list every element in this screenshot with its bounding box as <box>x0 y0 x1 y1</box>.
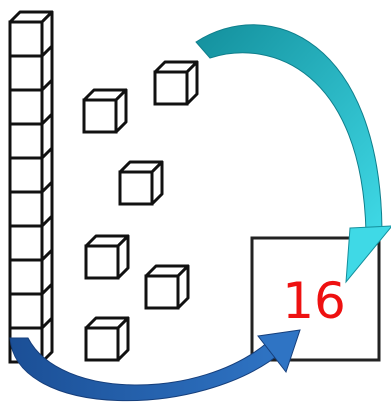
rod-cube-divider <box>10 180 54 194</box>
unit-cube <box>153 60 199 106</box>
rod-cube-divider <box>10 282 54 296</box>
rod-cube-divider <box>10 112 54 126</box>
unit-cube <box>144 264 190 310</box>
unit-cube <box>118 160 164 206</box>
tens-rod <box>8 10 54 364</box>
unit-cube <box>84 234 130 280</box>
rod-cube-divider <box>10 248 54 262</box>
rod-cube-divider <box>10 214 54 228</box>
top-arrow <box>195 24 391 284</box>
ones-cubes <box>82 60 199 362</box>
unit-cube <box>84 316 130 362</box>
answer-value: 16 <box>282 272 346 330</box>
unit-cube <box>82 88 128 134</box>
rod-cube-divider <box>10 316 54 330</box>
rod-cube-divider <box>10 44 54 58</box>
rod-cube-divider <box>10 78 54 92</box>
bottom-arrow <box>9 329 301 402</box>
rod-cube-divider <box>10 146 54 160</box>
